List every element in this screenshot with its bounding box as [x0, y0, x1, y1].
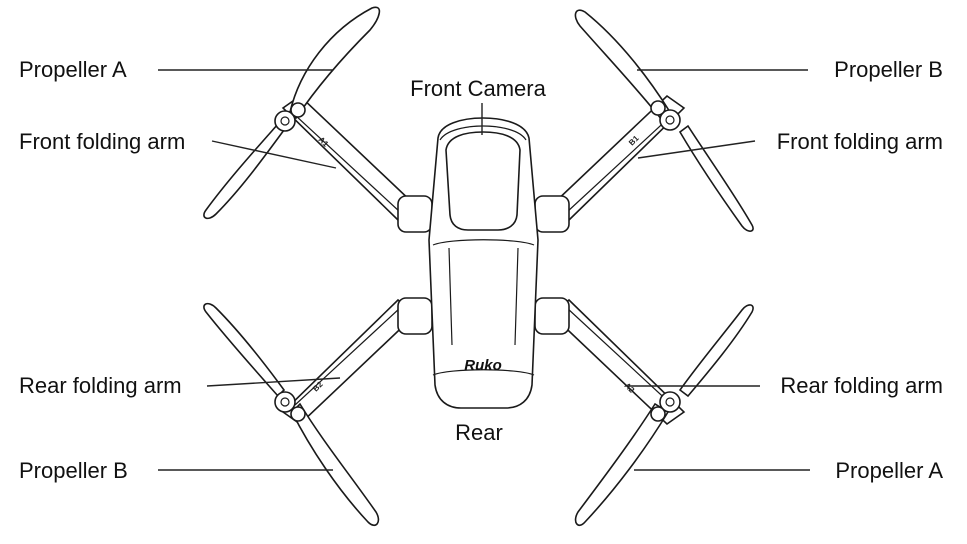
label-propeller-a-bottom-right: Propeller A [835, 458, 943, 483]
propeller-b-top-right [574, 9, 754, 232]
label-front-arm-left: Front folding arm [19, 129, 185, 154]
label-rear: Rear [455, 420, 503, 445]
hinge-front-left [397, 195, 433, 233]
label-propeller-b-top-right: Propeller B [834, 57, 943, 82]
leader-front-arm-left [211, 140, 337, 169]
hinge-rear-right [534, 297, 570, 335]
propeller-a-top-left [203, 6, 381, 220]
hinge-front-right [534, 195, 570, 233]
label-rear-arm-left: Rear folding arm [19, 373, 182, 398]
motor-rear-left [274, 391, 296, 413]
label-front-camera: Front Camera [410, 76, 546, 101]
drone-body: Ruko [397, 117, 570, 409]
label-propeller-b-bottom-left: Propeller B [19, 458, 128, 483]
leader-rear-arm-left [206, 377, 341, 387]
arm-rear-left [281, 298, 417, 426]
motor-rear-right [659, 391, 681, 413]
motor-front-left [274, 110, 296, 132]
leader-front-arm-right [637, 140, 756, 159]
label-propeller-a-top-left: Propeller A [19, 57, 127, 82]
motor-front-right [659, 109, 681, 131]
label-rear-arm-right: Rear folding arm [780, 373, 943, 398]
hinge-rear-left [397, 297, 433, 335]
label-front-arm-right: Front folding arm [777, 129, 943, 154]
propeller-a-bottom-right [574, 304, 754, 527]
brand-logo: Ruko [464, 357, 502, 374]
propeller-b-bottom-left [203, 302, 380, 527]
front-camera-housing [445, 131, 521, 231]
